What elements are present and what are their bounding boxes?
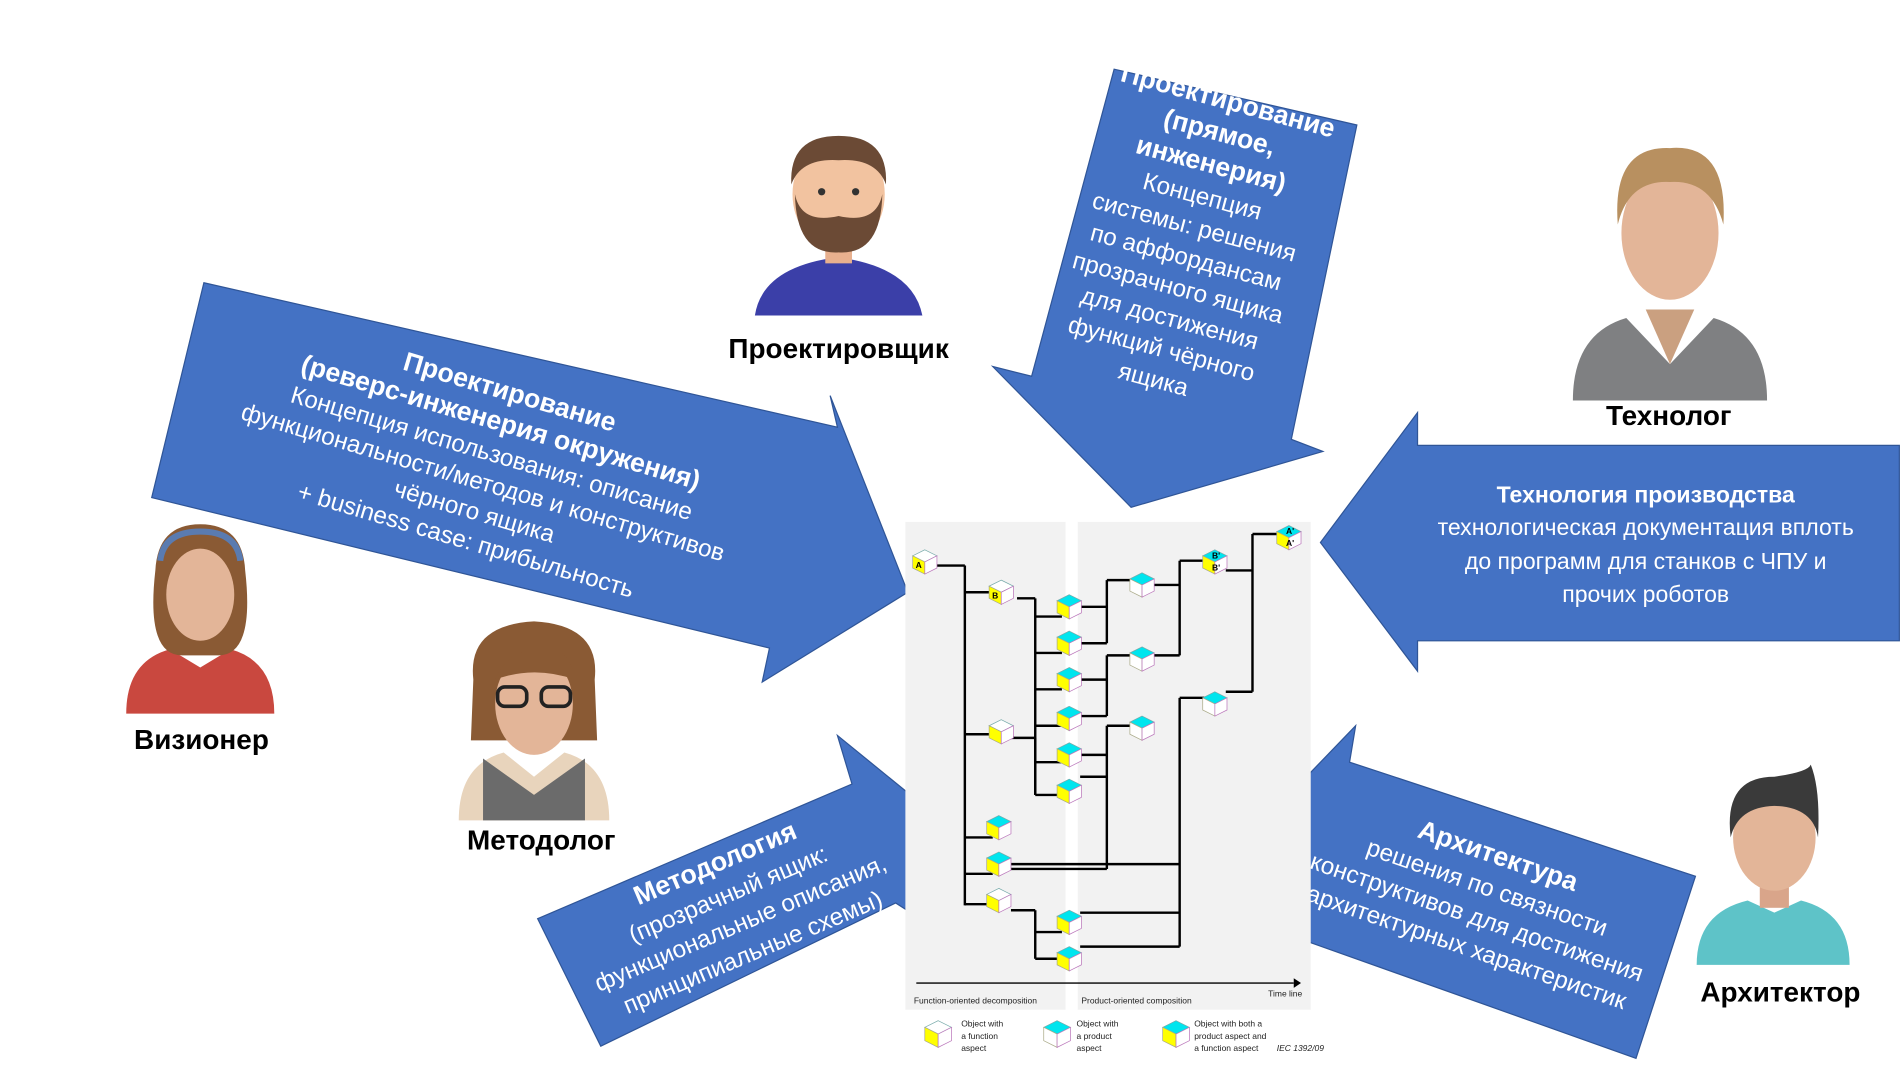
legend-text: a function — [961, 1031, 998, 1041]
legend-text: aspect — [961, 1043, 987, 1053]
legend: Object with a function aspect Object wit… — [923, 1019, 1324, 1053]
cube-function — [923, 1020, 953, 1048]
cube-both — [985, 815, 1012, 841]
cube-both — [1056, 594, 1083, 620]
cube-both: A' A' — [1275, 525, 1302, 551]
architect-avatar — [1696, 764, 1850, 965]
cube-both — [1056, 909, 1083, 936]
source-label: IEC 1392/09 — [1277, 1043, 1324, 1053]
cube-label: A' — [1286, 526, 1294, 536]
cube-both — [985, 851, 1012, 877]
cube-both — [1056, 667, 1083, 693]
cube-both — [1056, 705, 1083, 732]
methodologist-label: Методолог — [467, 825, 615, 856]
cube-product — [1129, 646, 1155, 672]
arrow-title: Технология производства — [1497, 481, 1795, 507]
visionary-label: Визионер — [134, 724, 269, 755]
cube-both: B' B' — [1201, 549, 1228, 575]
legend-text: a function aspect — [1194, 1043, 1259, 1053]
designer-avatar — [754, 135, 923, 316]
left-panel-label: Function-oriented decomposition — [914, 996, 1037, 1006]
cube-product — [1042, 1020, 1072, 1048]
legend-text: aspect — [1077, 1043, 1103, 1053]
cube-function — [988, 719, 1015, 745]
legend-item-both: Object with both a product aspect and a … — [1194, 1019, 1266, 1053]
cube-label: B — [992, 590, 998, 600]
arrow-line: прочих роботов — [1562, 581, 1729, 607]
legend-text: Object with — [961, 1019, 1003, 1029]
technologist-label: Технолог — [1606, 400, 1732, 431]
technologist-avatar — [1572, 147, 1768, 401]
legend-text: a product — [1077, 1031, 1113, 1041]
arrow-line: технологическая документация вплоть — [1438, 514, 1854, 540]
timeline-arrowhead — [1293, 978, 1302, 988]
legend-text: product aspect and — [1194, 1031, 1266, 1041]
architect-label: Архитектор — [1700, 976, 1860, 1007]
arrow-line: до программ для станков с ЧПУ и — [1465, 548, 1827, 574]
cube-product — [1129, 572, 1155, 598]
technology-arrow-text: Технология производства технологическая … — [1438, 481, 1854, 607]
designer-label: Проектировщик — [728, 333, 948, 364]
legend-item-product: Object with a product aspect — [1077, 1019, 1119, 1053]
cube-product — [1129, 715, 1155, 741]
legend-text: Object with — [1077, 1019, 1119, 1029]
cube-both — [1056, 946, 1083, 972]
timeline-label: Time line — [1268, 988, 1302, 998]
legend-item-function: Object with a function aspect — [961, 1019, 1003, 1053]
right-panel-label: Product-oriented composition — [1081, 996, 1192, 1006]
cubes: A B B' B' A' A' — [911, 525, 1302, 972]
cube-label: A' — [1286, 538, 1294, 548]
cube-label: A — [916, 560, 922, 570]
cube-both — [1161, 1020, 1191, 1048]
left-panel — [905, 521, 1066, 1010]
forward-engineering-arrow — [990, 68, 1358, 508]
legend-text: Object with both a — [1194, 1019, 1262, 1029]
reverse-engineering-arrow — [150, 282, 909, 684]
composition-diagram: A B B' B' A' A' Time line Function-oriented d… — [905, 521, 1324, 1053]
cube-label: B' — [1212, 562, 1220, 572]
methodologist-avatar — [458, 621, 610, 821]
right-panel — [1077, 521, 1311, 1010]
cube-both — [1056, 778, 1083, 805]
cube-function — [985, 887, 1012, 914]
visionary-avatar — [126, 524, 275, 714]
cube-function: A — [911, 549, 938, 575]
cube-both — [1056, 742, 1083, 768]
cube-function: B — [988, 579, 1015, 605]
technology-arrow — [1319, 410, 1900, 673]
cube-label: B' — [1212, 550, 1220, 560]
cube-product — [1201, 691, 1228, 717]
cube-both — [1056, 630, 1083, 656]
